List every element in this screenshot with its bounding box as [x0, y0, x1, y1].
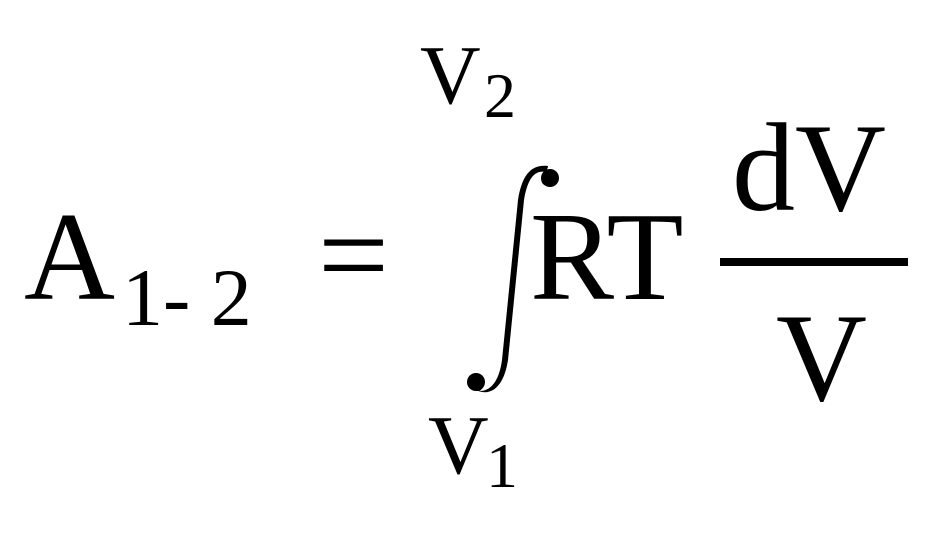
lhs-subscript: 1- 2	[122, 252, 252, 343]
fraction-numerator: dV	[732, 99, 886, 238]
upper-limit-symbol: V	[420, 29, 481, 122]
upper-limit-subscript: 2	[484, 60, 516, 131]
lower-limit-symbol: V	[428, 399, 489, 492]
lhs-symbol: A	[24, 188, 115, 327]
fraction-denominator: V	[776, 289, 867, 428]
lower-limit-subscript: 1	[486, 430, 518, 501]
integral-sign-icon	[467, 165, 559, 393]
integrand: RT	[530, 188, 684, 327]
fraction-bar	[720, 258, 908, 266]
equals-sign: =	[318, 186, 390, 325]
